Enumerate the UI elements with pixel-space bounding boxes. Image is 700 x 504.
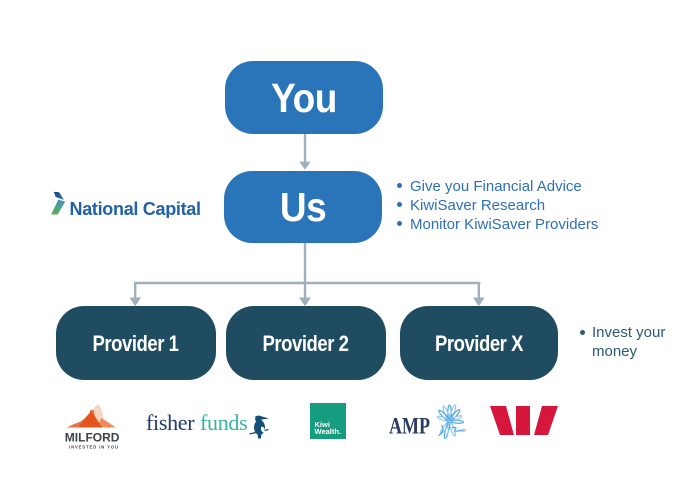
svg-text:National Capital: National Capital — [70, 199, 201, 218]
svg-text:INVESTED IN YOU: INVESTED IN YOU — [69, 445, 119, 450]
svg-text:fisher: fisher — [146, 410, 195, 435]
svg-text:MILFORD: MILFORD — [65, 431, 120, 445]
svg-text:AMP: AMP — [389, 414, 430, 439]
svg-text:funds: funds — [200, 410, 247, 435]
